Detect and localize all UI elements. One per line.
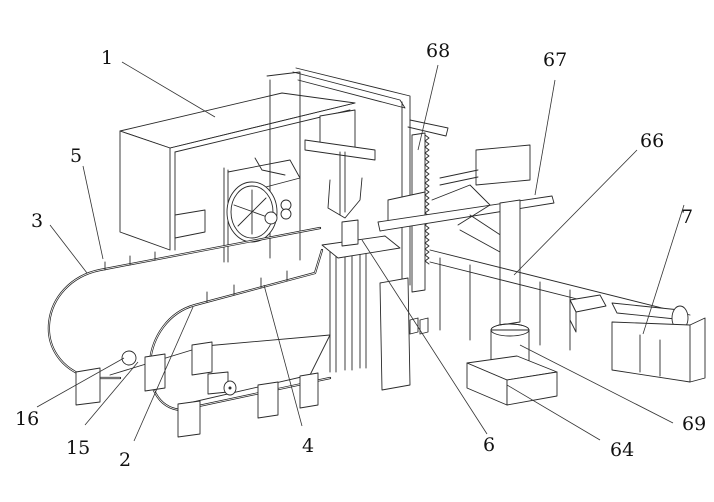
label-4: 4 xyxy=(302,435,314,457)
leader-3 xyxy=(49,224,88,274)
column-assembly xyxy=(466,199,558,406)
label-1: 1 xyxy=(101,47,113,69)
rack-and-arm xyxy=(377,132,555,293)
label-66: 66 xyxy=(640,130,664,152)
leader-66 xyxy=(513,149,638,276)
label-5: 5 xyxy=(70,145,82,167)
lower-base-frame xyxy=(75,334,331,438)
leader-5 xyxy=(82,165,104,260)
output-conveyor xyxy=(429,249,706,383)
leader-7 xyxy=(642,204,685,335)
gantry-frame xyxy=(266,67,449,286)
wheel-assembly xyxy=(223,157,301,263)
label-64: 64 xyxy=(610,439,634,461)
label-7: 7 xyxy=(681,206,693,228)
reference-numerals: 1 5 3 16 15 2 4 6 64 69 7 66 67 68 xyxy=(15,40,706,471)
leader-69 xyxy=(519,344,674,424)
leader-68 xyxy=(417,64,439,151)
drive-wheel-16 xyxy=(121,350,137,366)
label-69: 69 xyxy=(682,413,706,435)
leader-16 xyxy=(36,357,125,408)
label-16: 16 xyxy=(15,408,39,430)
leader-67 xyxy=(534,79,556,196)
leader-15 xyxy=(84,361,139,426)
leader-lines xyxy=(36,61,685,442)
label-68: 68 xyxy=(426,40,450,62)
label-6: 6 xyxy=(483,434,495,456)
leader-4 xyxy=(263,284,303,427)
leader-2 xyxy=(133,306,194,442)
leader-1 xyxy=(121,61,216,118)
upper-housing xyxy=(119,92,356,251)
outer-loop-belt xyxy=(47,226,322,380)
leader-64 xyxy=(506,384,601,441)
label-3: 3 xyxy=(31,210,43,232)
leader-6 xyxy=(361,239,488,435)
label-67: 67 xyxy=(543,49,567,71)
central-posts xyxy=(321,219,429,391)
label-15: 15 xyxy=(66,437,90,459)
label-2: 2 xyxy=(119,449,131,471)
